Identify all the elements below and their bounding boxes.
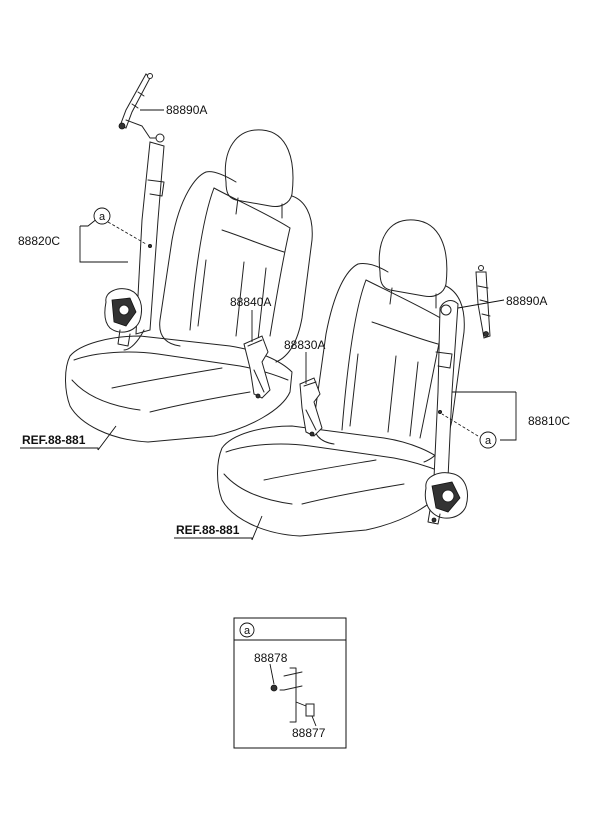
ref-label-left: REF.88-881 [20,433,99,450]
ref-text-left: REF.88-881 [22,433,86,447]
label-88890a-right: 88890A [506,294,547,308]
leader-lines [79,109,517,541]
right-seat [217,219,465,537]
label-88840a: 88840A [230,295,271,309]
label-88890a-left: 88890A [166,103,207,117]
right-buckle [299,377,323,437]
label-88878: 88878 [254,651,288,665]
label-88830a: 88830A [284,338,325,352]
label-88820c: 88820C [18,234,60,248]
left-seat [65,129,313,443]
left-belt-webbing [123,141,165,351]
callout-letter-right: a [485,435,492,447]
right-retractor [424,472,468,525]
left-buckle [243,335,271,399]
ref-text-right: REF.88-881 [176,523,240,537]
ref-label-right: REF.88-881 [174,523,253,540]
label-88877: 88877 [292,726,326,740]
left-retractor [104,288,143,347]
right-belt-webbing [433,300,459,479]
callout-letter-left: a [99,211,106,223]
label-88810c: 88810C [528,414,570,428]
right-upper-anchor [475,265,491,339]
callout-circle-right: a [479,431,497,449]
detail-callout-letter: a [244,625,251,637]
detail-box: a 88878 88877 [233,617,347,749]
callout-circle-left: a [93,207,111,225]
left-upper-anchor [118,73,165,143]
